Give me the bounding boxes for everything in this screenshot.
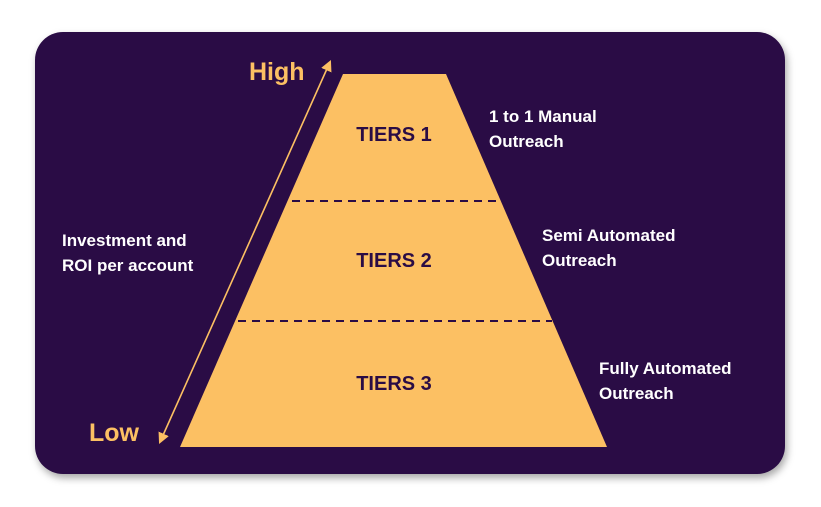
- tier-2-description-line2: Outreach: [542, 251, 617, 270]
- tier-2-description: Semi Automated Outreach: [542, 223, 676, 273]
- tier-1-description-line2: Outreach: [489, 132, 564, 151]
- tier-3-label: TIERS 3: [356, 373, 432, 395]
- tier-2-description-line1: Semi Automated: [542, 226, 676, 245]
- tier-3-description-line1: Fully Automated: [599, 359, 732, 378]
- tier-1-description: 1 to 1 Manual Outreach: [489, 104, 597, 154]
- axis-high-label: High: [249, 58, 305, 86]
- tier-1-description-line1: 1 to 1 Manual: [489, 107, 597, 126]
- tier-1-label: TIERS 1: [356, 124, 432, 146]
- axis-low-label: Low: [89, 419, 139, 447]
- axis-description: Investment and ROI per account: [62, 228, 193, 278]
- investment-axis-arrow: [158, 59, 332, 445]
- tier-3-description: Fully Automated Outreach: [599, 356, 732, 406]
- tier-3-description-line2: Outreach: [599, 384, 674, 403]
- axis-description-line2: ROI per account: [62, 256, 194, 275]
- tier-2-label: TIERS 2: [356, 250, 432, 272]
- axis-description-line1: Investment and: [62, 231, 187, 250]
